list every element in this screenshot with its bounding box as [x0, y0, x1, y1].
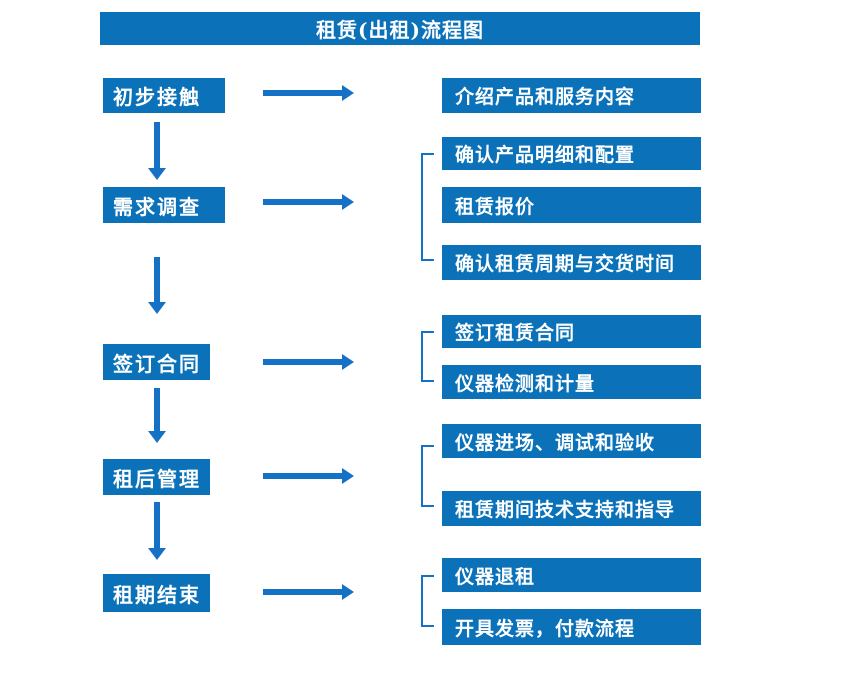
arrow-head: [148, 431, 166, 443]
arrow-head: [148, 548, 166, 560]
stage-box-demand-survey: 需求调查: [103, 187, 225, 223]
arrow-down-icon: [148, 122, 166, 180]
arrow-head: [342, 85, 354, 101]
arrow-right-icon: [263, 354, 354, 370]
arrow-right-icon: [263, 468, 354, 484]
arrow-shaft: [154, 122, 160, 169]
arrow-right-icon: [263, 85, 354, 101]
flowchart-title: 租赁(出租)流程图: [100, 12, 700, 45]
arrow-shaft: [263, 359, 343, 365]
stage-box-lease-end: 租期结束: [103, 574, 210, 612]
arrow-head: [342, 468, 354, 484]
arrow-right-icon: [263, 584, 354, 600]
arrow-head: [342, 194, 354, 210]
output-box-confirm-product-details: 确认产品明细和配置: [442, 137, 701, 170]
arrow-head: [342, 584, 354, 600]
arrow-head: [342, 354, 354, 370]
arrow-shaft: [263, 90, 343, 96]
arrow-down-icon: [148, 502, 166, 560]
stage-box-initial-contact: 初步接触: [103, 78, 225, 113]
group-bracket: [421, 153, 434, 261]
arrow-shaft: [263, 589, 343, 595]
output-box-confirm-rental-period-delivery: 确认租赁周期与交货时间: [442, 245, 701, 280]
arrow-shaft: [154, 502, 160, 549]
arrow-right-icon: [263, 194, 354, 210]
output-box-sign-rental-contract: 签订租赁合同: [442, 315, 701, 348]
stage-box-sign-contract: 签订合同: [103, 344, 210, 380]
arrow-down-icon: [148, 257, 166, 314]
output-box-technical-support-guidance: 租赁期间技术支持和指导: [442, 491, 701, 526]
stage-box-post-rental-management: 租后管理: [103, 459, 210, 495]
output-box-introduce-products-services: 介绍产品和服务内容: [442, 78, 701, 113]
arrow-head: [148, 302, 166, 314]
arrow-shaft: [263, 199, 343, 205]
group-bracket: [421, 445, 434, 507]
arrow-down-icon: [148, 388, 166, 443]
arrow-shaft: [263, 473, 343, 479]
output-box-rental-quotation: 租赁报价: [442, 187, 701, 223]
group-bracket: [421, 331, 434, 382]
group-bracket: [421, 575, 434, 627]
arrow-shaft: [154, 257, 160, 303]
output-box-invoice-payment-process: 开具发票，付款流程: [442, 609, 701, 645]
arrow-shaft: [154, 388, 160, 432]
output-box-instrument-entry-commissioning-acceptance: 仪器进场、调试和验收: [442, 424, 701, 458]
output-box-instrument-return: 仪器退租: [442, 558, 701, 592]
output-box-instrument-testing-measurement: 仪器检测和计量: [442, 365, 701, 399]
arrow-head: [148, 168, 166, 180]
